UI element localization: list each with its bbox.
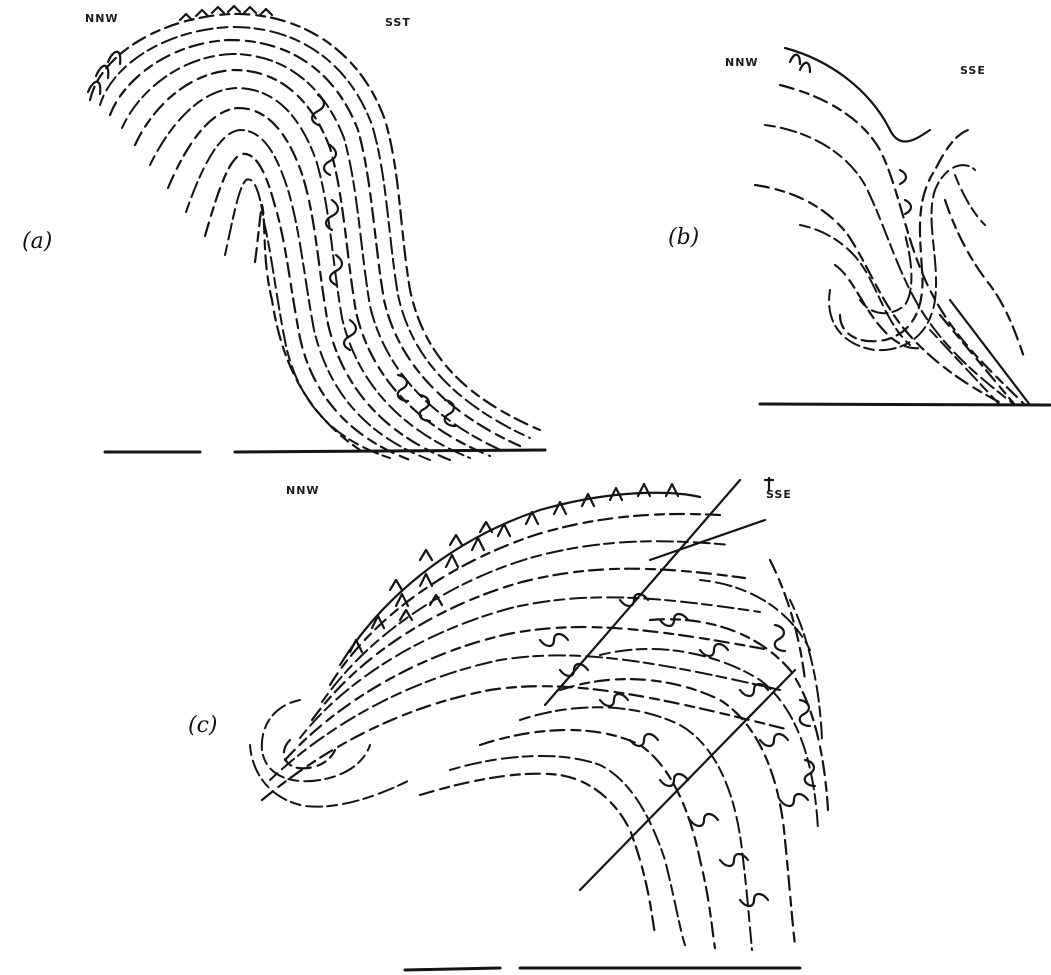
panel-b-right-direction: SSE	[960, 64, 986, 77]
panel-b: NNW SSE (b)	[668, 48, 1050, 405]
panel-a-fold-layers	[88, 6, 540, 460]
panel-c-left-direction: NNW	[286, 484, 320, 497]
panel-c: NNW SSE (c)	[188, 478, 828, 970]
panel-c-baseline	[405, 968, 800, 970]
panel-a-left-direction: NNW	[85, 12, 119, 25]
panel-a: NNW SST (a)	[22, 6, 545, 460]
panel-b-left-direction: NNW	[725, 56, 759, 69]
panel-a-baseline	[105, 450, 545, 452]
panel-b-baseline	[760, 404, 1050, 405]
panel-c-label: (c)	[188, 713, 218, 738]
panel-b-label: (b)	[668, 225, 699, 250]
panel-a-label: (a)	[22, 229, 52, 254]
panel-b-fold-layers	[755, 48, 1030, 405]
panel-a-right-direction: SST	[385, 16, 411, 29]
panel-c-fold-layers	[250, 478, 828, 950]
